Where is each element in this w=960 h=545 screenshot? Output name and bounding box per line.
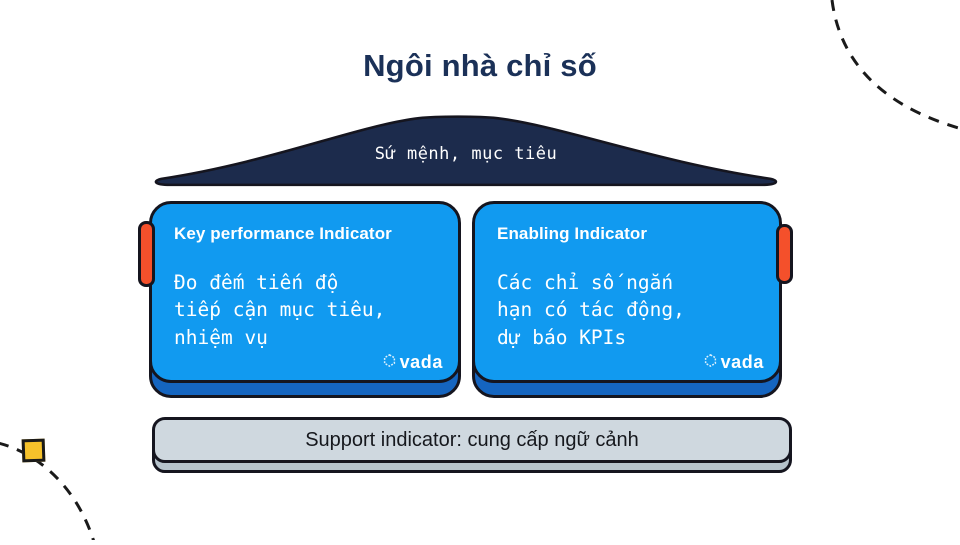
orange-tab-left (138, 221, 155, 287)
enabling-box: Enabling Indicator Các chỉ số ngắn hạn c… (472, 201, 782, 399)
support-bar-main: Support indicator: cung cấp ngữ cảnh (152, 417, 792, 463)
vada-logo-text: vada (399, 352, 443, 372)
kpi-box-main: Key performance Indicator Đo đếm tiến độ… (149, 201, 461, 383)
kpi-box: Key performance Indicator Đo đếm tiến độ… (149, 201, 461, 399)
dashed-arc-bottom-left (0, 428, 110, 543)
kpi-box-body: Đo đếm tiến độ tiếp cận mục tiêu, nhiệm … (174, 271, 386, 349)
support-bar-label: Support indicator: cung cấp ngữ cảnh (305, 428, 639, 451)
roof-shape: Sứ mệnh, mục tiêu (152, 111, 780, 189)
enabling-box-main: Enabling Indicator Các chỉ số ngắn hạn c… (472, 201, 782, 383)
roof-svg (154, 115, 778, 187)
vada-logo-text: vada (720, 352, 764, 372)
page-title: Ngôi nhà chỉ số (363, 48, 597, 83)
support-bar: Support indicator: cung cấp ngữ cảnh (152, 417, 792, 475)
enabling-box-body: Các chỉ số ngắn hạn có tác động, dự báo … (497, 271, 685, 349)
vada-logo-icon (703, 353, 718, 373)
yellow-square-decoration (21, 438, 46, 463)
kpi-box-title: Key performance Indicator (174, 224, 392, 243)
vada-logo-icon (382, 353, 397, 373)
roof-label: Sứ mệnh, mục tiêu (374, 144, 558, 164)
orange-tab-right (776, 224, 793, 284)
vada-logo: vada (703, 352, 764, 373)
enabling-box-title: Enabling Indicator (497, 224, 648, 243)
vada-logo: vada (382, 352, 443, 373)
